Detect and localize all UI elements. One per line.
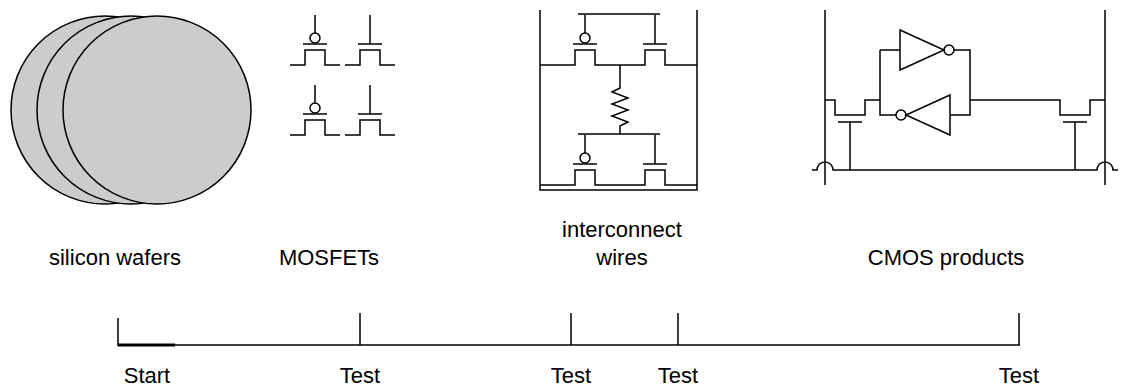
mosfet-symbols	[290, 15, 395, 135]
access-transistor	[825, 100, 880, 115]
test-label: Test	[340, 362, 380, 389]
word-line	[812, 162, 1118, 170]
wafer	[63, 16, 251, 204]
gate-stem	[369, 15, 371, 44]
channel	[630, 50, 680, 65]
nmos-symbol	[345, 15, 395, 65]
stage-label: silicon wafers	[49, 244, 181, 272]
channel	[290, 50, 340, 65]
pmos-symbol	[560, 135, 610, 185]
channel	[290, 120, 340, 135]
test-tick	[360, 313, 1019, 345]
gate-wire	[578, 133, 660, 135]
channel	[560, 50, 610, 65]
access-transistor	[970, 100, 1105, 115]
nmos-symbol	[345, 85, 395, 135]
gate-stem	[584, 135, 586, 153]
gate-bubble	[580, 33, 590, 43]
silicon-wafers	[11, 16, 251, 204]
bit-line	[825, 10, 1105, 185]
nmos-symbol	[630, 135, 680, 185]
pmos-symbol	[560, 15, 610, 65]
channel	[345, 120, 395, 135]
timeline-label: Start	[124, 362, 170, 389]
sram-cell	[812, 10, 1118, 185]
resistor-symbol	[612, 65, 628, 134]
timeline-axis	[118, 344, 1020, 346]
gate-bubble	[580, 153, 590, 163]
access-gate	[838, 122, 862, 170]
stage-label: MOSFETs	[279, 244, 379, 272]
inverter-bubble	[944, 45, 954, 55]
pmos-symbol	[290, 85, 340, 135]
test-label: Test	[999, 362, 1039, 389]
gate-stem	[369, 85, 371, 114]
channel	[560, 170, 610, 185]
supply-rail	[540, 10, 697, 190]
gate-wire	[578, 13, 660, 15]
start-tick	[117, 318, 119, 346]
stage-label: interconnect wires	[552, 216, 692, 272]
nmos-symbol	[630, 15, 680, 65]
test-label: Test	[658, 362, 698, 389]
gate-stem	[314, 85, 316, 103]
channel	[630, 170, 680, 185]
pmos-symbol	[290, 15, 340, 65]
timeline	[118, 313, 1020, 346]
inverter-symbol	[900, 30, 944, 70]
inverter-symbol	[906, 95, 950, 135]
gate-stem	[314, 15, 316, 33]
gate-stem	[654, 15, 656, 44]
interconnect-circuit	[540, 10, 697, 190]
channel	[345, 50, 395, 65]
start-segment	[118, 344, 175, 347]
cross-coupling-wire	[880, 50, 970, 115]
gate-stem	[654, 135, 656, 164]
stage-label: CMOS products	[868, 244, 1025, 272]
inverter-bubble	[896, 110, 906, 120]
gate-bubble	[310, 33, 320, 43]
test-label: Test	[551, 362, 591, 389]
gate-stem	[584, 15, 586, 33]
gate-bubble	[310, 103, 320, 113]
access-gate	[1063, 122, 1087, 170]
